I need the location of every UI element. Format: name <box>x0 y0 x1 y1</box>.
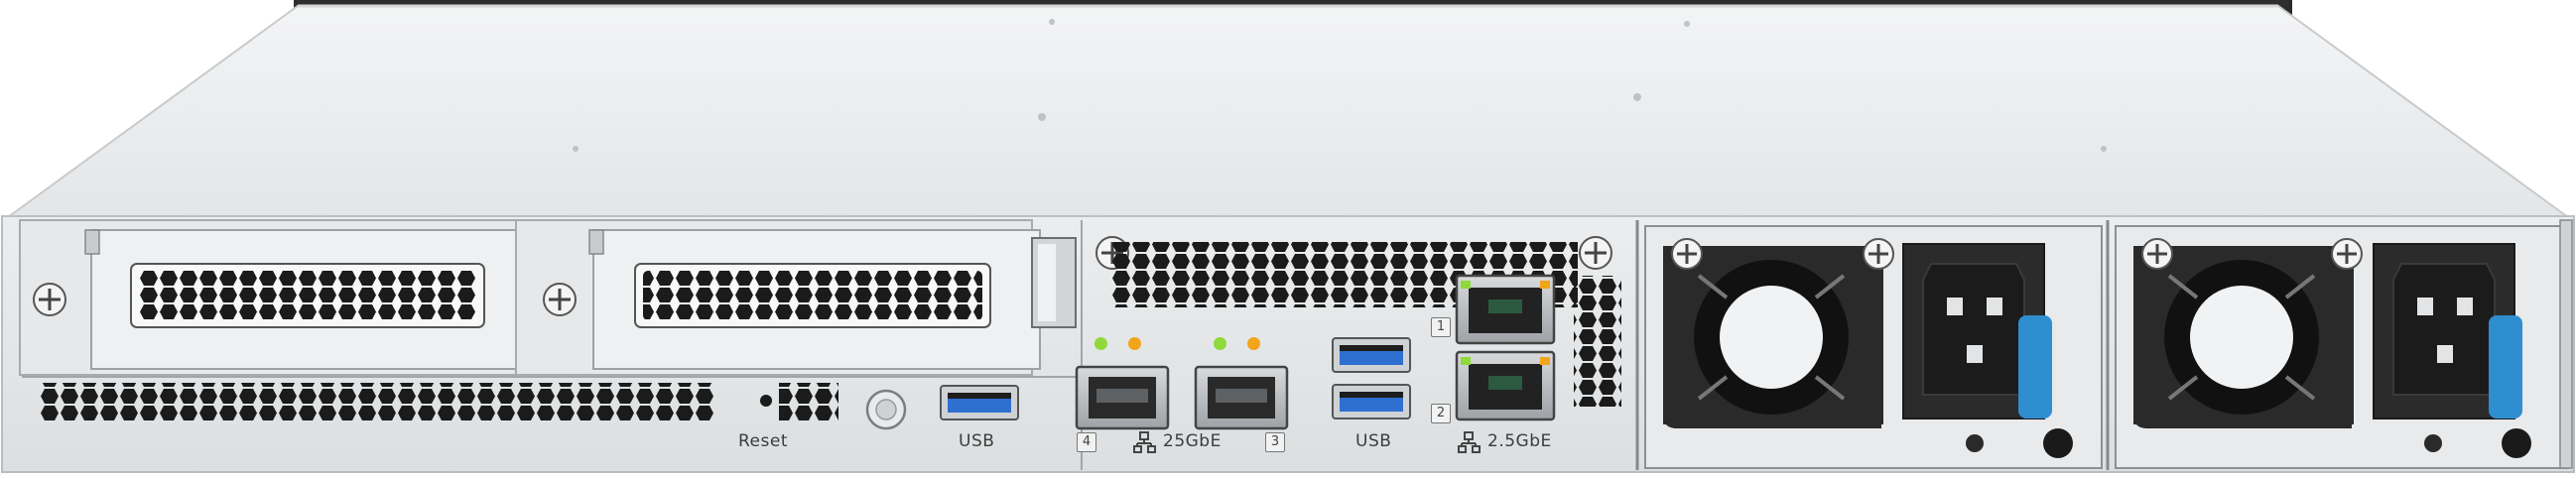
2-5gbe-label: 2.5GbE <box>1487 431 1552 451</box>
sfp-4-link-led <box>1095 337 1107 350</box>
psu-1-release-tab <box>2018 315 2052 419</box>
port-number-3: 3 <box>1265 432 1285 452</box>
psu-2 <box>2115 225 2569 469</box>
25gbe-label: 25GbE <box>1163 431 1222 451</box>
rj45-port-1 <box>1455 274 1556 345</box>
network-icon-2-5gbe <box>1458 431 1481 453</box>
sfp-3-link-led <box>1214 337 1226 350</box>
rj45-port-2 <box>1455 350 1556 421</box>
reset-label: Reset <box>738 431 788 451</box>
middle-right-vent <box>1574 276 1621 407</box>
sfp-4-activity-led <box>1128 337 1141 350</box>
sfp-3-activity-led <box>1247 337 1260 350</box>
psu-1-handle <box>1663 383 1881 428</box>
psu-1 <box>1644 225 2103 469</box>
psu-2-release-tab <box>2489 315 2522 419</box>
sfp28-port-4 <box>1075 365 1170 430</box>
sfp28-port-3 <box>1194 365 1289 430</box>
pcie-slot-1-vent <box>139 271 476 320</box>
lower-left-vent <box>40 383 714 420</box>
chassis-top-cover <box>0 5 2576 221</box>
port-number-2: 2 <box>1431 404 1451 423</box>
port-number-1: 1 <box>1431 317 1451 337</box>
usb-middle-label: USB <box>1355 431 1392 451</box>
psu-2-handle <box>2133 383 2352 428</box>
network-icon-25gbe <box>1133 431 1156 453</box>
usb-left-label: USB <box>959 431 995 451</box>
port-number-4: 4 <box>1077 432 1096 452</box>
pcie-slot-2-vent <box>643 271 982 320</box>
